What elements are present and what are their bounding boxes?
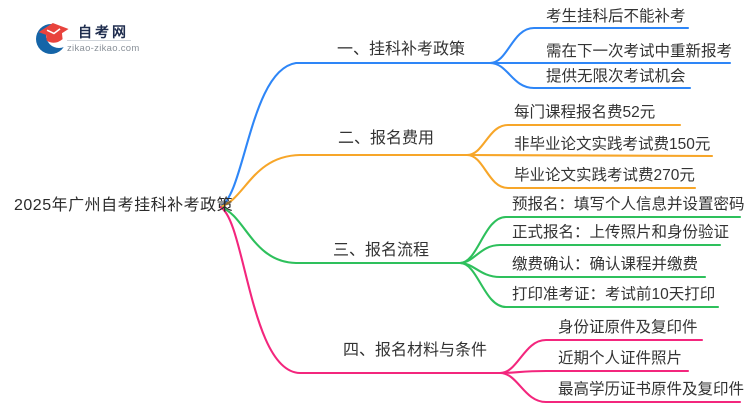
branch-4-leaf-3-connector xyxy=(498,371,742,404)
leaf-node-1-2: 需在下一次考试中重新报考 xyxy=(546,43,733,60)
branch-4-leaf-2-connector xyxy=(498,369,690,375)
root-node-title: 2025年广州自考挂科补考政策 xyxy=(14,197,234,214)
branch-2-leaf-2-connector xyxy=(465,153,714,158)
site-logo: 自考网 zikao-zikao.com xyxy=(36,18,146,58)
branch-1-leaf-3-connector xyxy=(488,61,692,90)
site-url: zikao-zikao.com xyxy=(67,43,140,54)
branch-3-leaf-4-connector xyxy=(458,261,720,309)
leaf-node-4-2: 近期个人证件照片 xyxy=(558,350,683,367)
leaf-node-4-1: 身份证原件及复印件 xyxy=(558,319,698,336)
leaf-node-2-2: 非毕业论文实践考试费150元 xyxy=(514,136,711,153)
branch-node-3: 三、报名流程 xyxy=(333,242,430,259)
branch-1-trunk-connector xyxy=(218,61,492,209)
branch-1-leaf-1-connector xyxy=(488,26,690,65)
leaf-node-3-1: 预报名：填写个人信息并设置密码 xyxy=(512,196,745,213)
branch-3-leaf-2-connector xyxy=(458,243,722,265)
leaf-node-3-3: 缴费确认：确认课程并缴费 xyxy=(512,256,699,273)
leaf-node-1-3: 提供无限次考试机会 xyxy=(546,68,686,85)
branch-3-trunk-connector xyxy=(218,205,462,265)
logo-divider xyxy=(67,40,131,41)
branch-node-2: 二、报名费用 xyxy=(338,130,435,147)
leaf-node-4-3: 最高学历证书原件及复印件 xyxy=(558,381,745,398)
branch-node-4: 四、报名材料与条件 xyxy=(343,342,488,359)
site-name: 自考网 xyxy=(78,24,129,40)
branch-node-1: 一、挂科补考政策 xyxy=(337,41,466,58)
leaf-node-2-1: 每门课程报名费52元 xyxy=(514,104,656,121)
branch-4-trunk-connector xyxy=(218,205,502,375)
branch-2-trunk-connector xyxy=(218,153,469,209)
leaf-node-3-2: 正式报名：上传照片和身份验证 xyxy=(512,224,730,241)
leaf-node-2-3: 毕业论文实践考试费270元 xyxy=(514,167,695,184)
graduation-cap-icon xyxy=(36,22,72,54)
leaf-node-3-4: 打印准考证：考试前10天打印 xyxy=(512,286,716,303)
leaf-node-1-1: 考生挂科后不能补考 xyxy=(546,8,686,25)
branch-2-leaf-1-connector xyxy=(465,123,682,157)
branch-2-leaf-3-connector xyxy=(465,153,697,190)
